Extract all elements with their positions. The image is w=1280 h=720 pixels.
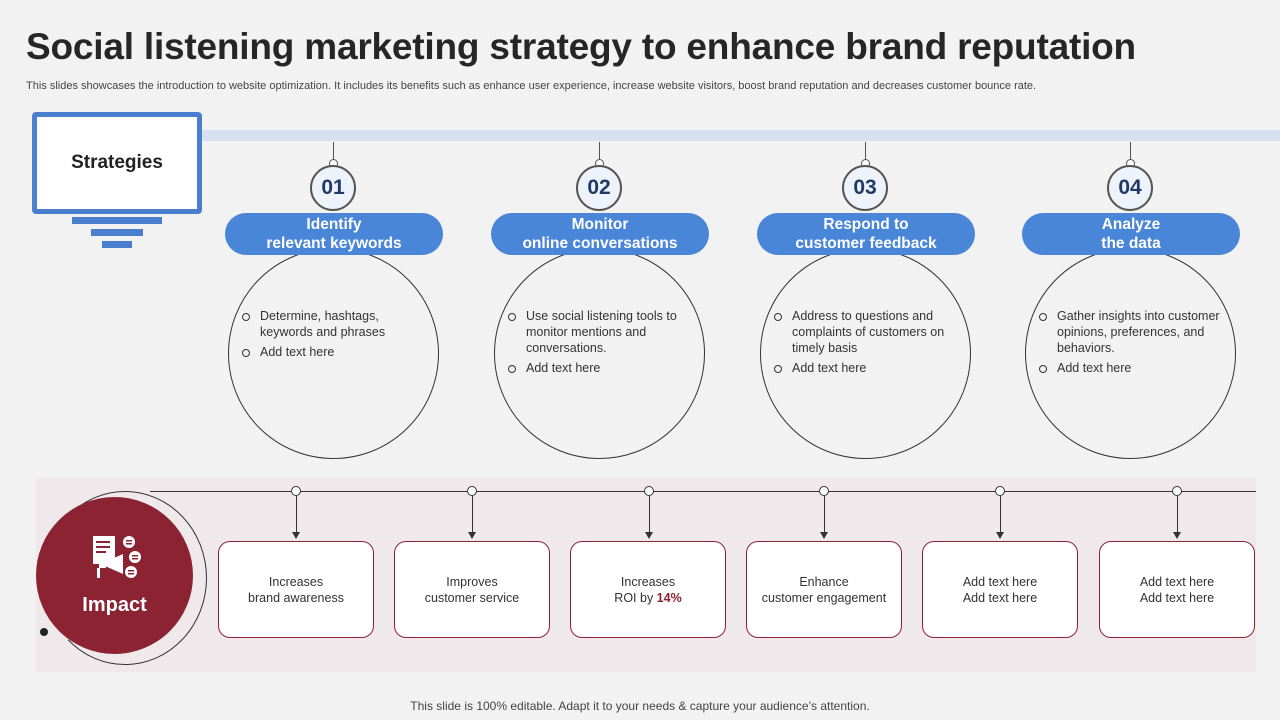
strategy-number-badge: 01 [310,165,356,211]
arrow-down-icon [819,532,828,539]
arrow-down-icon [467,532,476,539]
strategy-bullet: Address to questions and complaints of c… [774,308,964,356]
impact-item-line: Add text here [1139,590,1215,605]
footer-note: This slide is 100% editable. Adapt it to… [410,699,870,713]
strategy-title: Respond to customer feedback [795,216,937,252]
strategy-number: 04 [1118,176,1142,199]
connector-line [823,496,825,534]
connector-line [471,496,473,534]
strategy-bullet: Add text here [774,360,964,376]
impact-item-6: Add text here Add text here [1099,541,1255,638]
connector-dot [467,486,477,496]
connector-dot [644,486,654,496]
impact-item-line-roi: ROI by 14% [614,590,681,606]
impact-item-line: customer service [424,590,520,605]
connector-line [1176,496,1178,534]
strategy-hanger-line [1130,142,1131,162]
strategy-title-pill: Identify relevant keywords [225,213,443,255]
strategy-bullets: Gather insights into customer opinions, … [1039,308,1229,380]
impact-connector-line [150,491,1256,492]
arrow-down-icon [291,532,300,539]
impact-item-1: Increases brand awareness [218,541,374,638]
strategy-bullet: Add text here [508,360,698,376]
roi-value: 14% [656,590,682,605]
strategy-3: 03 Respond to customer feedback Address … [756,140,976,460]
strategy-bullet: Add text here [1039,360,1229,376]
monitor-stand-bar [91,229,143,236]
page-subtitle: This slides showcases the introduction t… [26,80,1037,92]
strategy-number-badge: 02 [576,165,622,211]
arrow-down-icon [995,532,1004,539]
impact-item-4: Enhance customer engagement [746,541,902,638]
strategy-2: 02 Monitor online conversations Use soci… [490,140,710,460]
monitor-stand-bar [102,241,132,248]
strategies-label: Strategies [71,152,163,173]
strategy-number: 01 [321,176,345,199]
connector-line [648,496,650,534]
strategy-bullets: Use social listening tools to monitor me… [508,308,698,380]
impact-connector [466,486,478,540]
strategy-1: 01 Identify relevant keywords Determine,… [224,140,444,460]
strategy-hanger-line [333,142,334,162]
strategy-title: Analyze the data [1101,216,1161,252]
impact-connector [290,486,302,540]
strategy-bullet: Add text here [242,344,432,360]
top-decorative-bar [200,130,1280,141]
strategy-bullet: Gather insights into customer opinions, … [1039,308,1229,356]
strategy-hanger-line [865,142,866,162]
arrow-down-icon [644,532,653,539]
impact-item-line: customer engagement [761,590,887,605]
roi-prefix: ROI by [614,590,657,605]
impact-item-line: Add text here [962,590,1038,605]
connector-dot [291,486,301,496]
connector-dot [819,486,829,496]
strategy-number-badge: 04 [1107,165,1153,211]
strategy-number-badge: 03 [842,165,888,211]
impact-item-line: Increases [620,574,676,589]
page-title: Social listening marketing strategy to e… [26,26,1136,67]
impact-arc-dot [40,628,48,636]
strategy-number: 03 [853,176,877,199]
strategies-monitor: Strategies [32,112,202,214]
strategy-hanger-line [599,142,600,162]
connector-line [999,496,1001,534]
strategy-title: Identify relevant keywords [266,216,402,252]
impact-item-line: Increases [268,574,324,589]
impact-item-5: Add text here Add text here [922,541,1078,638]
impact-connector [1171,486,1183,540]
impact-label: Impact [82,594,147,616]
connector-dot [995,486,1005,496]
impact-item-line: Improves [446,574,498,589]
strategy-bullets: Address to questions and complaints of c… [774,308,964,380]
presentation-megaphone-icon [92,536,141,578]
connector-dot [1172,486,1182,496]
impact-item-line: Add text here [1139,574,1215,589]
impact-item-2: Improves customer service [394,541,550,638]
strategy-bullets: Determine, hashtags, keywords and phrase… [242,308,432,364]
strategy-bullet: Use social listening tools to monitor me… [508,308,698,356]
strategy-number: 02 [587,176,611,199]
strategy-title: Monitor online conversations [522,216,678,252]
connector-line [295,496,297,534]
arrow-down-icon [1172,532,1181,539]
strategy-4: 04 Analyze the data Gather insights into… [1021,140,1241,460]
impact-badge: Impact [36,497,193,654]
impact-connector [994,486,1006,540]
strategy-bullet: Determine, hashtags, keywords and phrase… [242,308,432,340]
impact-item-line: brand awareness [248,590,344,605]
impact-item-3: Increases ROI by 14% [570,541,726,638]
impact-connector [818,486,830,540]
impact-arc [43,491,207,665]
impact-item-line: Add text here [962,574,1038,589]
impact-connector [643,486,655,540]
strategy-title-pill: Analyze the data [1022,213,1240,255]
strategy-title-pill: Monitor online conversations [491,213,709,255]
monitor-stand-bar [72,217,162,224]
strategy-title-pill: Respond to customer feedback [757,213,975,255]
impact-item-line: Enhance [799,574,849,589]
